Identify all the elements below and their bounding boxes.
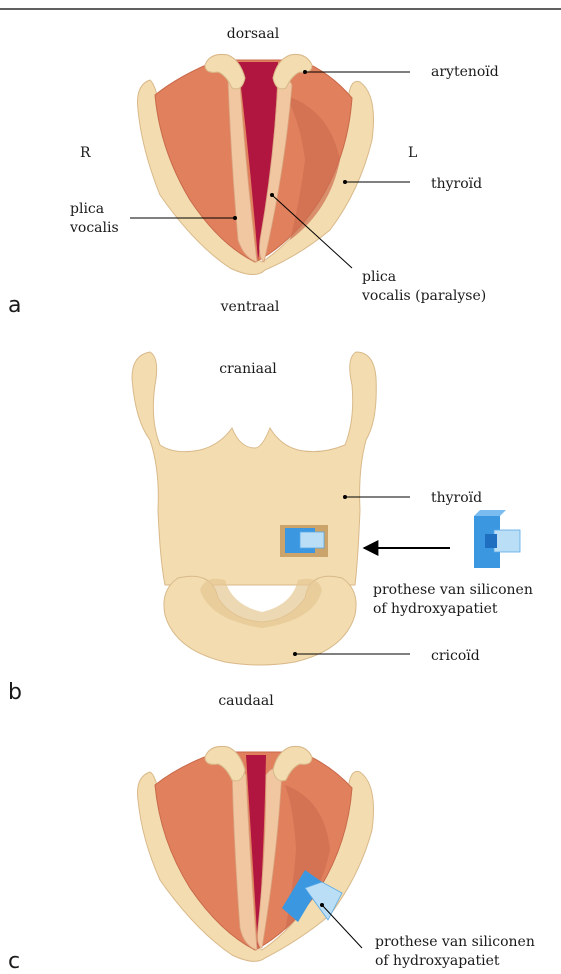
label-prosthesis-c-1: prothese van siliconen [375, 934, 535, 950]
panel-letter-c: c [8, 949, 20, 974]
prosthesis-detached-core [485, 534, 497, 548]
label-plica-paralyse-1: plica [362, 269, 396, 285]
label-prosthesis-c-2: of hydroxyapatiet [375, 953, 500, 969]
panel-letter-b: b [8, 680, 22, 705]
label-craniaal: craniaal [219, 361, 277, 377]
leader-dot-cricoid [293, 652, 297, 656]
leader-prosthesis-c [322, 905, 362, 948]
leader-dot-plica [233, 216, 237, 220]
label-thyroid-a: thyroïd [431, 176, 482, 192]
label-prosthesis-b-2: of hydroxyapatiet [373, 601, 498, 617]
label-prosthesis-b-1: prothese van siliconen [373, 582, 533, 598]
label-dorsaal: dorsaal [227, 26, 280, 42]
label-arytenoid: arytenoïd [431, 64, 499, 80]
label-R: R [80, 145, 91, 161]
panel-a: dorsaal arytenoïd R L thyroïd plica voca… [8, 26, 499, 318]
thyroid-cartilage-b [132, 352, 376, 585]
leader-dot-plica-paralyse [270, 193, 274, 197]
label-thyroid-b: thyroïd [431, 490, 482, 506]
leader-dot-thyroid-b [343, 495, 347, 499]
panel-c: prothese van siliconen of hydroxyapatiet… [8, 746, 535, 974]
prosthesis-detached-side [474, 510, 506, 516]
label-plica-paralyse-2: vocalis (paralyse) [361, 288, 486, 304]
panel-b: craniaal thyroïd prothese van siliconen … [8, 352, 533, 709]
label-L: L [408, 145, 417, 161]
label-caudaal: caudaal [218, 693, 274, 709]
label-cricoid: cricoïd [431, 648, 480, 664]
leader-dot-thyroid-a [343, 180, 347, 184]
label-plica-1: plica [70, 201, 104, 217]
label-ventraal: ventraal [220, 299, 280, 315]
prosthesis-detached-front [494, 530, 520, 552]
label-plica-2: vocalis [69, 220, 119, 236]
prosthesis-implanted-light [300, 532, 324, 548]
panel-letter-a: a [8, 293, 21, 318]
leader-dot-arytenoid [303, 70, 307, 74]
leader-dot-prosthesis-c [320, 903, 324, 907]
